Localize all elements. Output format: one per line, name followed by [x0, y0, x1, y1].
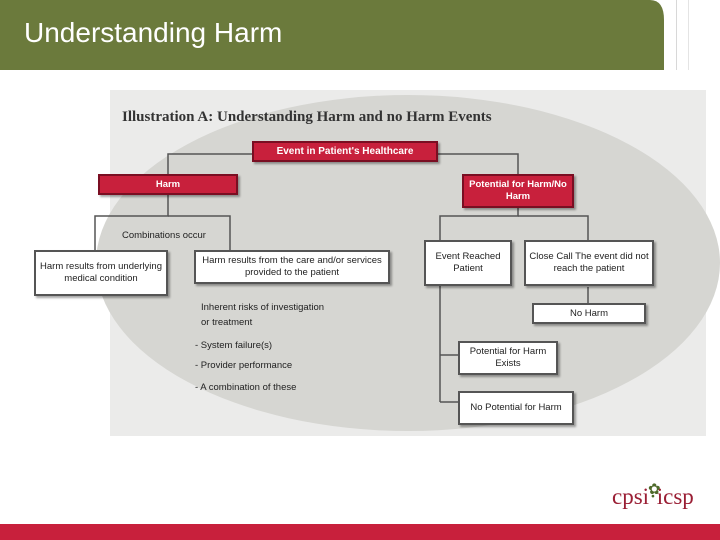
inherent-risks-line: Inherent risks of investigation: [201, 302, 325, 313]
event-reached-box: Event Reached Patient: [424, 240, 512, 286]
potential-exists-box: Potential for Harm Exists: [458, 341, 558, 375]
harm-underlying-box: Harm results from underlying medical con…: [34, 250, 168, 296]
harm-box: Harm: [98, 174, 238, 195]
no-harm-box: No Harm: [532, 303, 646, 324]
header-divider: [676, 0, 677, 70]
leaf-icon: ✿: [648, 481, 661, 498]
footer-bar: [0, 524, 720, 540]
cause-item: - Provider performance: [195, 360, 293, 371]
page-title: Understanding Harm: [24, 17, 283, 48]
logo-text-right: icsp: [656, 484, 694, 509]
no-potential-box: No Potential for Harm: [458, 391, 574, 425]
harm-care-box: Harm results from the care and/or servic…: [194, 250, 390, 284]
illustration-title: Illustration A: Understanding Harm and n…: [122, 109, 492, 125]
combinations-label: Combinations occur: [122, 230, 206, 241]
close-call-box: Close Call The event did not reach the p…: [524, 240, 654, 286]
cause-item: - System failure(s): [195, 340, 273, 351]
logo-separator: ·: [649, 484, 657, 509]
root-event-box: Event in Patient's Healthcare: [252, 141, 438, 162]
header-divider: [688, 0, 689, 70]
cpsi-icsp-logo: cpsi·icsp: [612, 484, 694, 510]
cause-item: - A combination of these: [195, 382, 297, 393]
potential-harm-box: Potential for Harm/No Harm: [462, 174, 574, 208]
header-bar: Understanding Harm: [0, 0, 720, 70]
logo-text-left: cpsi: [612, 484, 650, 509]
inherent-risks-line: or treatment: [201, 317, 253, 328]
header-shape: [0, 0, 664, 70]
